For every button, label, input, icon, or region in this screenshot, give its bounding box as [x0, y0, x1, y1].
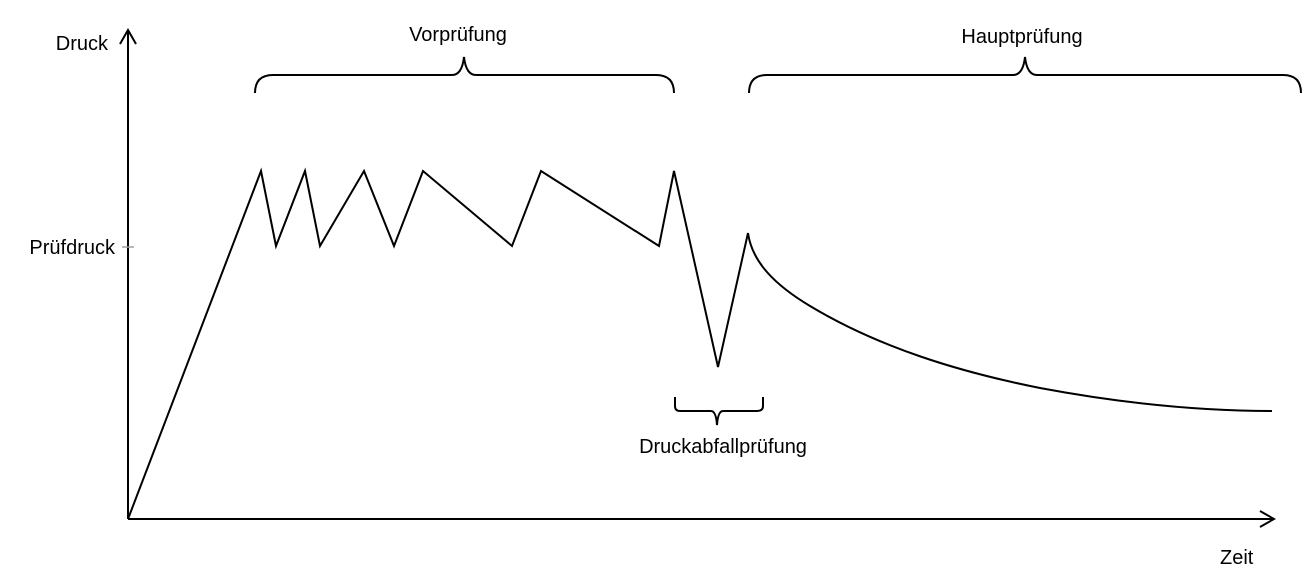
x-axis-label: Zeit	[1220, 547, 1254, 569]
pressure-curve	[127, 167, 749, 520]
hauptpruefung-brace	[748, 56, 1302, 94]
pressure-decay-curve	[747, 232, 1273, 412]
y-axis-arrow-icon	[119, 27, 137, 45]
pruefdruck-label: Prüfdruck	[29, 237, 115, 259]
x-axis-arrow-icon	[1259, 510, 1277, 528]
hauptpruefung-label: Hauptprüfung	[961, 26, 1083, 48]
x-axis	[128, 510, 1277, 528]
vorpruefung-label: Vorprüfung	[409, 24, 507, 46]
druckabfallpruefung-label: Druckabfallprüfung	[639, 436, 807, 458]
vorpruefung-brace	[254, 56, 675, 94]
y-axis-label: Druck	[55, 33, 108, 55]
y-axis	[119, 27, 137, 519]
druckabfallpruefung-brace	[674, 397, 764, 426]
